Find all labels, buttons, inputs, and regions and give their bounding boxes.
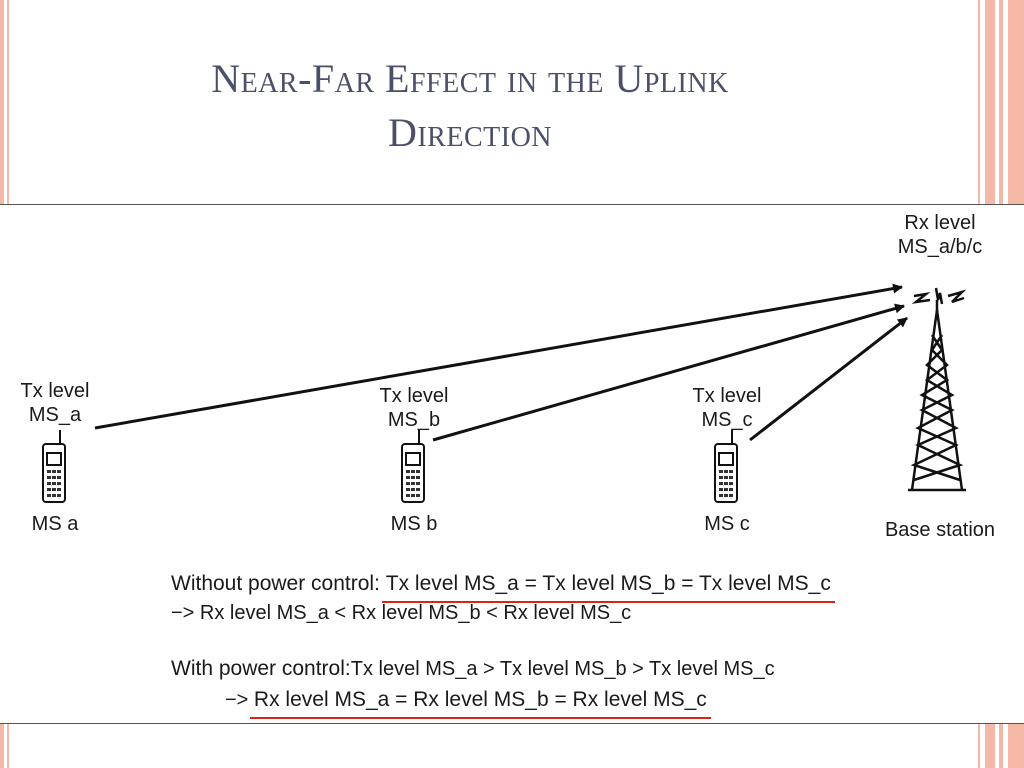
signal-arrow-ms-a bbox=[94, 283, 903, 430]
without-rx-result-line: −> Rx level MS_a < Rx level MS_b < Rx le… bbox=[171, 602, 632, 624]
tx-label-ms-a-line-1: Tx level bbox=[20, 380, 90, 402]
tx-label-ms-b-line-1: Tx level bbox=[379, 385, 449, 407]
ms-a-label: MS a bbox=[31, 513, 79, 535]
with-arrow: −> bbox=[225, 689, 254, 711]
slide-title: Near-Far Effect in the Uplink Direction bbox=[110, 52, 830, 160]
with-power-control-line: With power control:Tx level MS_a > Tx le… bbox=[171, 657, 775, 681]
rx-label-line-2: MS_a/b/c bbox=[897, 236, 983, 258]
without-power-control-line: Without power control: Tx level MS_a = T… bbox=[171, 572, 835, 603]
signal-arrow-ms-b bbox=[432, 303, 905, 442]
rx-label-line-1: Rx level bbox=[904, 212, 976, 234]
tx-label-ms-c-line-2: MS_c bbox=[701, 409, 753, 431]
base-station-label: Base station bbox=[884, 519, 996, 541]
tx-label-ms-a-line-2: MS_a bbox=[28, 404, 82, 426]
bottom-divider bbox=[0, 723, 1024, 724]
tx-label-ms-b: Tx level MS_b bbox=[364, 384, 464, 432]
base-station-tower-icon bbox=[908, 300, 966, 492]
without-tx-equation: Tx level MS_a = Tx level MS_b = Tx level… bbox=[381, 572, 835, 603]
signal-arrow-ms-c bbox=[749, 316, 908, 442]
with-prefix: With power control: bbox=[171, 657, 351, 680]
tx-label-ms-b-line-2: MS_b bbox=[387, 409, 441, 431]
tx-label-ms-c-line-1: Tx level bbox=[692, 385, 762, 407]
ms-c-label: MS c bbox=[704, 513, 750, 535]
rx-level-label: Rx level MS_a/b/c bbox=[880, 211, 1000, 259]
without-prefix: Without power control: bbox=[171, 572, 386, 595]
tx-label-ms-c: Tx level MS_c bbox=[677, 384, 777, 432]
mobile-phone-icon-c bbox=[714, 430, 738, 503]
with-tx-equation: Tx level MS_a > Tx level MS_b > Tx level… bbox=[350, 658, 775, 680]
tx-label-ms-a: Tx level MS_a bbox=[5, 379, 105, 427]
diagram-panel bbox=[0, 205, 1024, 723]
with-rx-equation: Rx level MS_a = Rx level MS_b = Rx level… bbox=[249, 688, 711, 719]
mobile-phone-icon-a bbox=[42, 430, 66, 503]
slide-title-line-1: Near-Far Effect in the Uplink bbox=[211, 56, 729, 101]
ms-b-label: MS b bbox=[390, 513, 438, 535]
radio-wave-icon bbox=[911, 287, 967, 305]
with-rx-result-line: −> Rx level MS_a = Rx level MS_b = Rx le… bbox=[225, 688, 711, 719]
slide-title-line-2: Direction bbox=[387, 110, 553, 155]
top-divider bbox=[0, 204, 1024, 205]
mobile-phone-icon-b bbox=[401, 430, 425, 503]
